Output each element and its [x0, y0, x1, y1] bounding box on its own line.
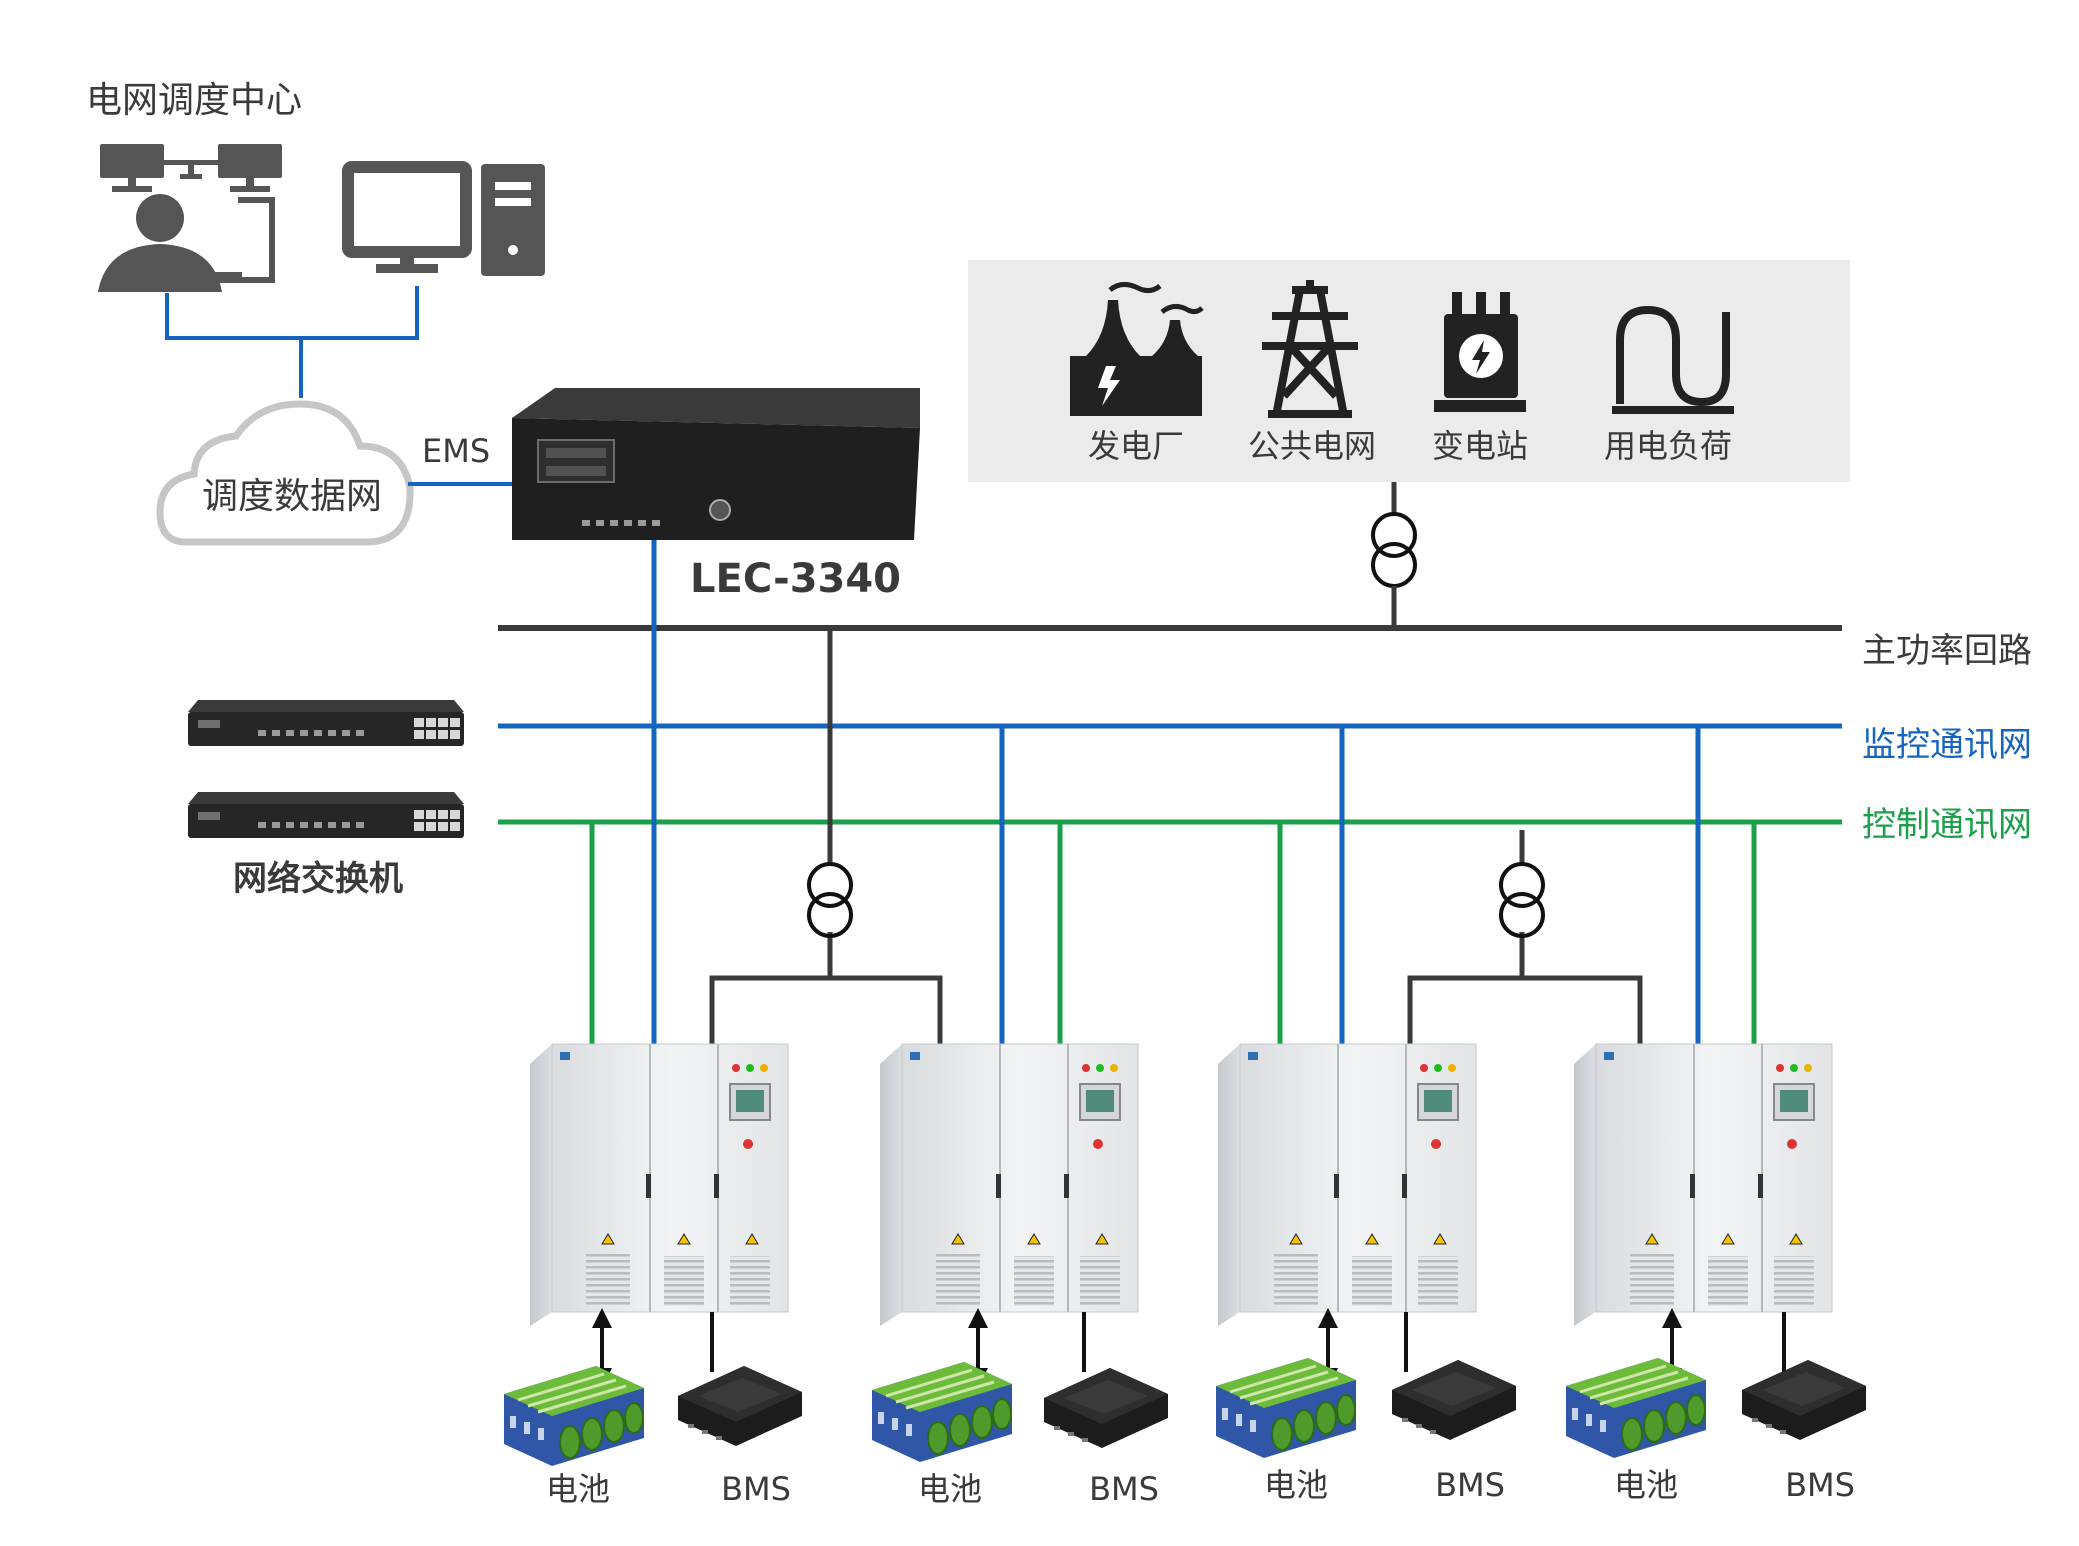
bms-device — [1392, 1360, 1516, 1440]
load-icon — [1612, 305, 1734, 414]
grid-item-label: 发电厂 — [1088, 427, 1184, 465]
grid-transformer-icon — [1371, 512, 1417, 588]
battery-label: 电池 — [1614, 1466, 1678, 1504]
monitor-bus-label: 监控通讯网 — [1862, 725, 2032, 765]
network-switch — [188, 792, 464, 838]
pcs-cabinet — [1573, 1043, 1833, 1327]
bms-label: BMS — [1089, 1470, 1159, 1508]
grid-item-label: 变电站 — [1432, 427, 1528, 465]
dispatch-center-title: 电网调度中心 — [86, 80, 302, 121]
dispatch-network-label: 调度数据网 — [202, 476, 382, 517]
control-bus-label: 控制通讯网 — [1862, 805, 2032, 845]
battery-label: 电池 — [546, 1470, 610, 1508]
operator-workstation-icon — [98, 144, 282, 292]
pcs-cabinet — [1217, 1043, 1477, 1327]
desktop-computer-icon — [342, 161, 545, 276]
bms-label: BMS — [721, 1470, 791, 1508]
substation-icon — [1434, 292, 1526, 412]
transformer-icon — [807, 862, 853, 938]
power-bus-label: 主功率回路 — [1862, 631, 2032, 671]
bms-label: BMS — [1785, 1466, 1855, 1504]
ems-label: EMS — [422, 432, 490, 470]
transformer-icon — [1499, 862, 1545, 938]
lec-3340-controller — [512, 388, 920, 540]
pcs-cabinet — [879, 1043, 1139, 1327]
bms-device — [678, 1366, 802, 1446]
power-plant-icon — [1070, 282, 1204, 416]
battery-pack — [1214, 1356, 1358, 1460]
grid-item-label: 公共电网 — [1248, 427, 1376, 465]
battery-pack — [870, 1360, 1014, 1464]
bms-label: BMS — [1435, 1466, 1505, 1504]
controller-model-label: LEC-3340 — [690, 556, 901, 602]
switch-label: 网络交换机 — [233, 859, 403, 899]
battery-label: 电池 — [918, 1470, 982, 1508]
cloud-icon — [156, 400, 414, 546]
network-switch — [188, 700, 464, 746]
grid-item-label: 用电负荷 — [1604, 427, 1732, 465]
battery-pack — [502, 1364, 646, 1468]
pcs-cabinet — [529, 1043, 789, 1327]
dispatch-link-line — [165, 286, 419, 340]
battery-pack — [1564, 1356, 1708, 1460]
bms-device — [1044, 1368, 1168, 1448]
transmission-tower-icon — [1262, 280, 1358, 418]
bms-device — [1742, 1360, 1866, 1440]
battery-label: 电池 — [1264, 1466, 1328, 1504]
